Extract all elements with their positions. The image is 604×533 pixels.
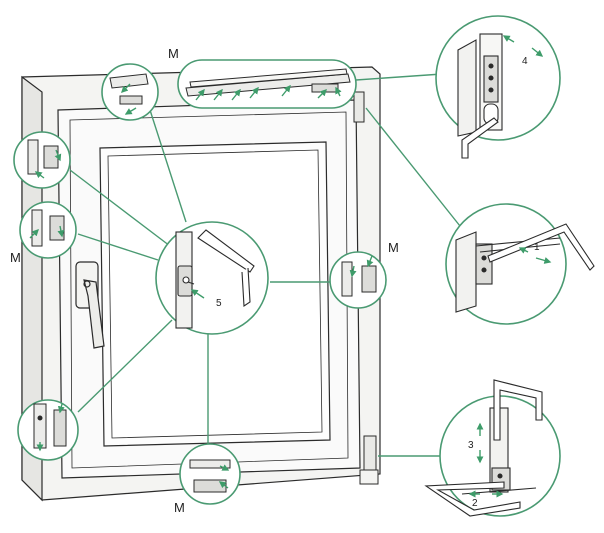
label-2: 2	[472, 498, 478, 509]
label-3: 3	[468, 440, 474, 451]
label-m-right: M	[388, 240, 399, 255]
label-4: 4	[522, 56, 528, 67]
bottom-lock-callout: M	[174, 443, 241, 515]
label-1: 1	[534, 242, 540, 253]
left-lower-callout	[17, 399, 79, 461]
allen-key-icon	[493, 379, 543, 441]
label-m-bottom: M	[174, 500, 185, 515]
allen-key-icon	[424, 481, 521, 517]
hinge-strip	[353, 91, 379, 485]
hinge-top-callout: 4	[435, 15, 561, 159]
right-lock-callout: M	[329, 240, 399, 309]
label-m-left: M	[10, 250, 21, 265]
leader-lines	[69, 73, 461, 457]
label-5: 5	[216, 298, 222, 309]
hinge-bottom-callout: 3 2	[424, 379, 561, 517]
label-m-top: M	[168, 46, 179, 61]
left-upper-callout	[13, 131, 71, 189]
top-corner-callout	[101, 63, 159, 121]
hinge-middle-callout: 1	[445, 203, 595, 325]
window-handle-icon	[75, 261, 105, 349]
allen-key-icon	[187, 229, 255, 307]
center-adjust-callout: 5	[155, 221, 269, 335]
top-stay-callout: M	[168, 46, 357, 109]
allen-key-icon	[461, 117, 499, 159]
left-middle-callout: M	[10, 201, 77, 265]
allen-key-icon	[487, 223, 595, 271]
